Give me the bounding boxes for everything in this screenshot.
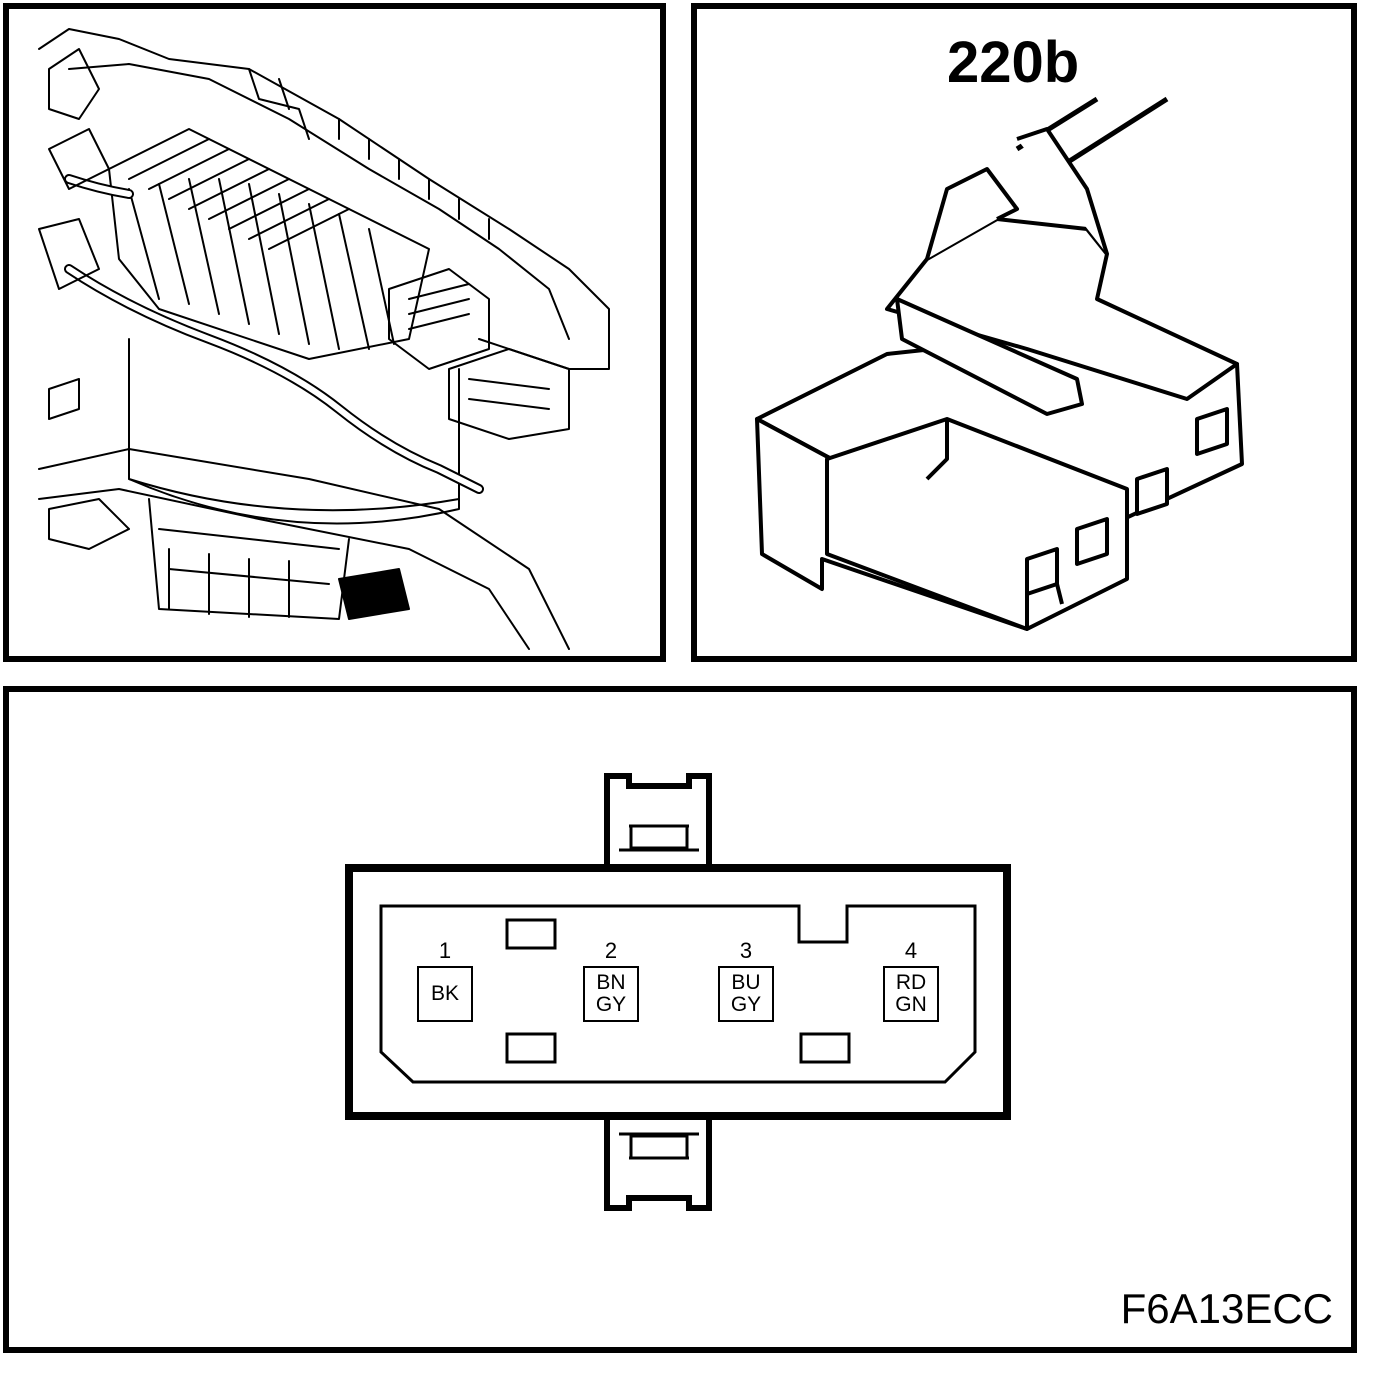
connector-id-label: 220b	[947, 30, 1080, 95]
location-drawing-panel	[3, 3, 666, 662]
wire-stripe-color: GN	[895, 993, 927, 1016]
connector-220b-drawing	[755, 96, 1244, 631]
pin-number: 4	[904, 938, 918, 963]
wire-stripe-color: GY	[730, 993, 762, 1016]
wire-color-box: BN GY	[583, 966, 639, 1022]
pin-number: 3	[739, 938, 753, 963]
blower-assembly-drawing	[38, 28, 610, 650]
wire-color: RD	[895, 971, 927, 994]
pin-number: 1	[438, 938, 452, 963]
pinout-panel: 1 BK 2 BN GY 3 BU GY 4 RD GN F6A13ECC	[3, 686, 1357, 1353]
wire-color-box: BK	[417, 966, 473, 1022]
connector-face-outline	[345, 773, 1011, 1211]
connector-view-panel: 220b	[691, 3, 1357, 662]
wire-color: BN	[596, 971, 626, 994]
wire-color-box: BU GY	[718, 966, 774, 1022]
wire-stripe-color: GY	[595, 993, 627, 1016]
figure-id: F6A13ECC	[1120, 1285, 1333, 1332]
wire-color-box: RD GN	[883, 966, 939, 1022]
pin-number: 2	[604, 938, 618, 963]
wire-color: BK	[430, 982, 459, 1005]
wire-color: BU	[731, 971, 761, 994]
